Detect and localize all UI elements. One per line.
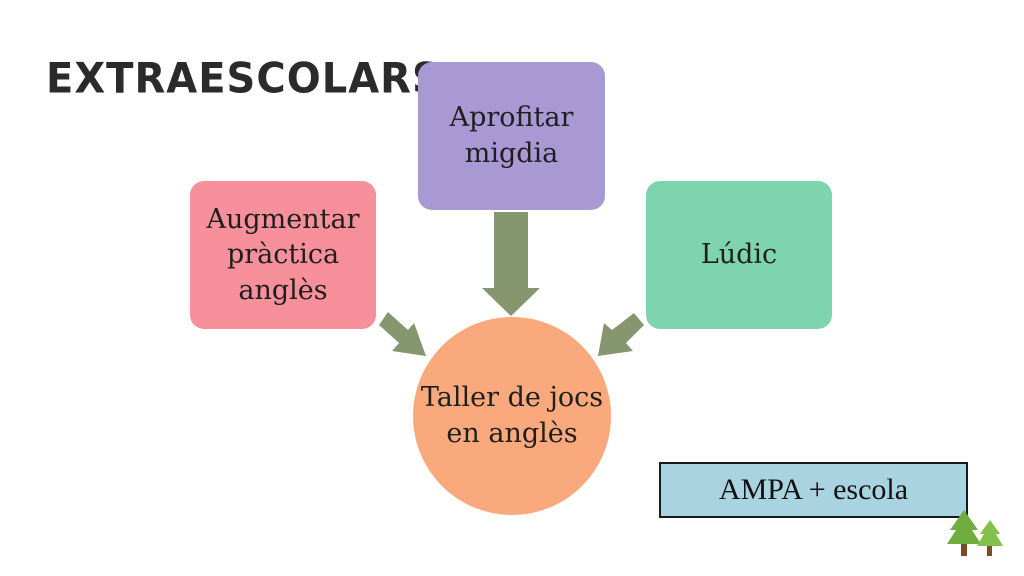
- arrow-down: [482, 212, 540, 316]
- footer-label: AMPA + escola: [659, 462, 968, 518]
- node-left-label: Augmentar pràctica anglès: [206, 203, 360, 306]
- trees-icon: [947, 510, 1003, 556]
- node-right: Lúdic: [646, 181, 832, 329]
- arrow-right-to-center: [598, 313, 644, 356]
- node-center-label: Taller de jocs en anglès: [420, 382, 604, 449]
- node-right-label: Lúdic: [700, 239, 778, 271]
- node-left: Augmentar pràctica anglès: [190, 181, 376, 329]
- node-top-label: Aprofitar migdia: [449, 102, 574, 169]
- slide-title: EXTRAESCOLARS: [46, 54, 442, 104]
- node-top: Aprofitar migdia: [418, 62, 605, 210]
- arrow-left-to-center: [379, 312, 426, 356]
- node-center: Taller de jocs en anglès: [413, 317, 611, 515]
